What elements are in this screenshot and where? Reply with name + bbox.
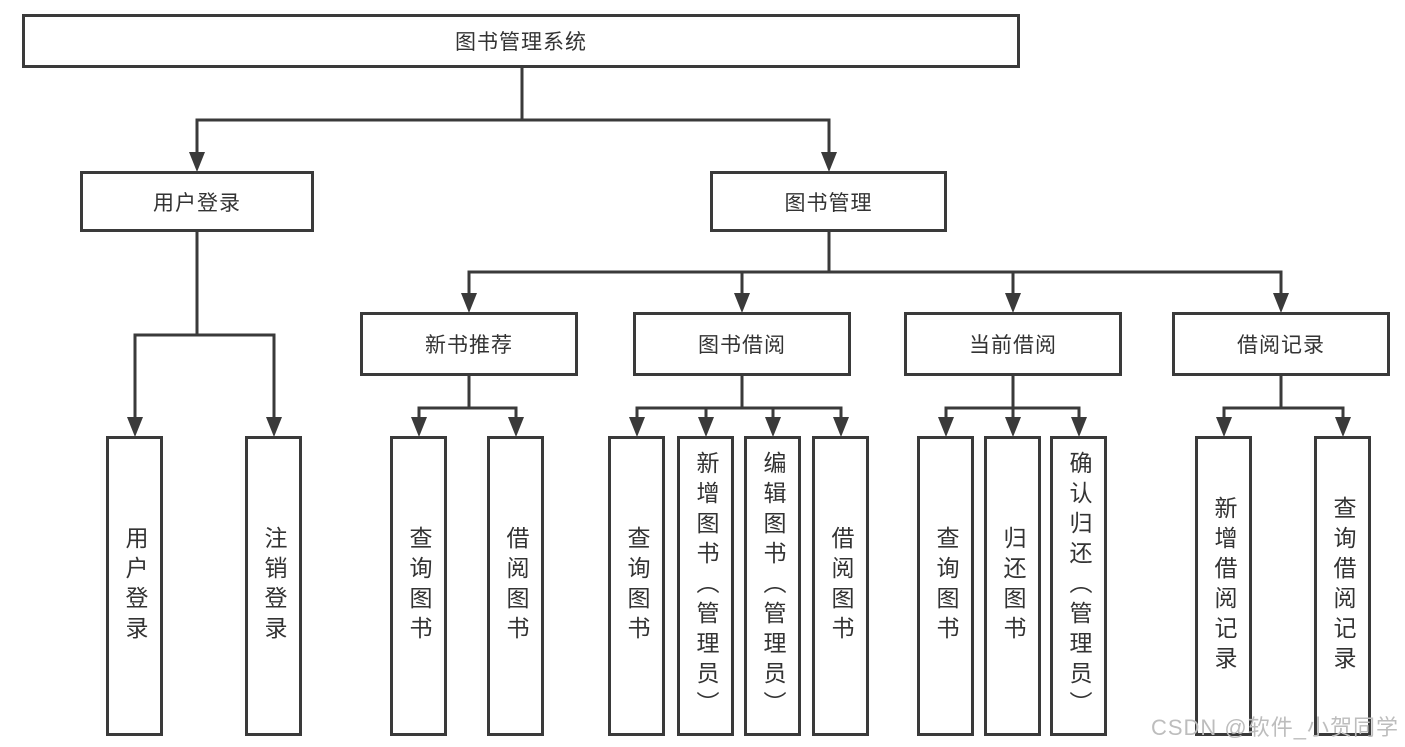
node-query-books-3: 查询图书 <box>917 436 974 736</box>
node-return-books: 归还图书 <box>984 436 1041 736</box>
node-borrow-books-2-label: 借阅图书 <box>828 526 854 646</box>
node-return-books-label: 归还图书 <box>1000 526 1026 646</box>
node-query-books-2: 查询图书 <box>608 436 665 736</box>
arrowhead-icon <box>1335 417 1351 437</box>
arrowhead-icon <box>833 417 849 437</box>
node-book-mgmt: 图书管理 <box>710 171 947 232</box>
node-query-books-3-label: 查询图书 <box>933 526 959 646</box>
watermark: CSDN @软件_小贺同学 <box>1150 715 1399 740</box>
arrowhead-icon <box>938 417 954 437</box>
arrowhead-icon <box>127 417 143 437</box>
node-add-book-admin-label: 新增图书（管理员） <box>693 451 719 721</box>
node-confirm-return-admin: 确认归还（管理员） <box>1050 436 1107 736</box>
node-current-borrow-label: 当前借阅 <box>969 334 1057 357</box>
node-borrow-books-1: 借阅图书 <box>487 436 544 736</box>
node-root: 图书管理系统 <box>22 14 1020 68</box>
node-query-books-1: 查询图书 <box>390 436 447 736</box>
node-book-mgmt-label: 图书管理 <box>784 191 873 215</box>
arrowhead-icon <box>765 417 781 437</box>
node-new-book-rec-label: 新书推荐 <box>425 334 513 357</box>
connector <box>411 374 524 437</box>
node-confirm-return-admin-label: 确认归还（管理员） <box>1066 451 1092 721</box>
node-query-borrow-record: 查询借阅记录 <box>1314 436 1371 736</box>
connector <box>1216 374 1351 437</box>
connector <box>461 230 1289 313</box>
node-book-borrow-label: 图书借阅 <box>698 334 786 357</box>
node-user-login: 用户登录 <box>80 171 314 232</box>
arrowhead-icon <box>698 417 714 437</box>
connector <box>629 374 849 437</box>
connector <box>938 374 1087 437</box>
arrowhead-icon <box>1071 417 1087 437</box>
arrowhead-icon <box>189 152 205 172</box>
arrowhead-icon <box>1005 417 1021 437</box>
node-add-book-admin: 新增图书（管理员） <box>677 436 734 736</box>
node-logout-leaf-label: 注销登录 <box>261 526 287 646</box>
node-query-books-1-label: 查询图书 <box>406 526 432 646</box>
arrowhead-icon <box>461 293 477 313</box>
arrowhead-icon <box>821 152 837 172</box>
node-borrow-books-1-label: 借阅图书 <box>503 526 529 646</box>
connector <box>189 65 837 172</box>
connector <box>127 230 282 437</box>
node-user-login-label: 用户登录 <box>153 191 241 215</box>
node-edit-book-admin-label: 编辑图书（管理员） <box>760 451 786 721</box>
node-new-book-rec: 新书推荐 <box>360 312 578 376</box>
node-logout-leaf: 注销登录 <box>245 436 302 736</box>
arrowhead-icon <box>1005 293 1021 313</box>
arrowhead-icon <box>1216 417 1232 437</box>
arrowhead-icon <box>1273 293 1289 313</box>
node-user-login-leaf-label: 用户登录 <box>122 526 148 646</box>
node-query-borrow-record-label: 查询借阅记录 <box>1330 496 1356 676</box>
node-borrow-books-2: 借阅图书 <box>812 436 869 736</box>
node-current-borrow: 当前借阅 <box>904 312 1122 376</box>
node-book-borrow: 图书借阅 <box>633 312 851 376</box>
arrowhead-icon <box>411 417 427 437</box>
node-root-label: 图书管理系统 <box>455 31 587 54</box>
node-query-books-2-label: 查询图书 <box>624 526 650 646</box>
node-borrow-records: 借阅记录 <box>1172 312 1390 376</box>
node-borrow-records-label: 借阅记录 <box>1237 334 1325 357</box>
arrowhead-icon <box>629 417 645 437</box>
node-add-borrow-record-label: 新增借阅记录 <box>1211 496 1237 676</box>
node-edit-book-admin: 编辑图书（管理员） <box>744 436 801 736</box>
arrowhead-icon <box>734 293 750 313</box>
arrowhead-icon <box>508 417 524 437</box>
node-user-login-leaf: 用户登录 <box>106 436 163 736</box>
arrowhead-icon <box>266 417 282 437</box>
node-add-borrow-record: 新增借阅记录 <box>1195 436 1252 736</box>
